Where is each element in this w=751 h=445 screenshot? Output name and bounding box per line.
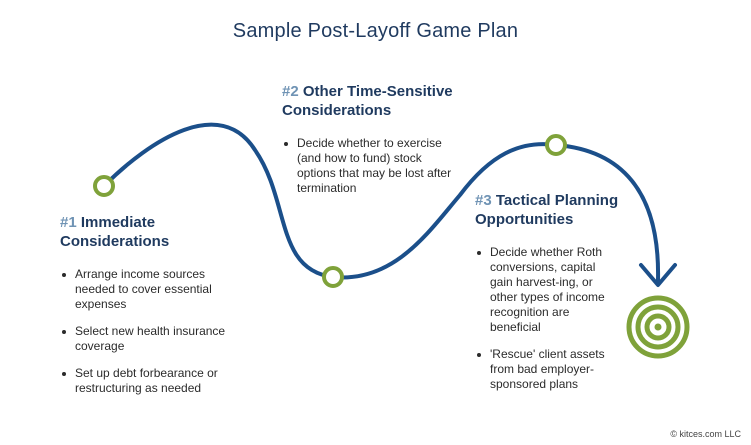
list-item: Decide whether Roth conversions, capital… (475, 245, 605, 335)
step-2-number: #2 (282, 83, 299, 100)
list-item: Select new health insurance coverage (60, 324, 230, 354)
step-3-heading-text: Tactical Planning (491, 192, 619, 209)
step-1: #1 Immediate Considerations Arrange inco… (60, 213, 260, 408)
step-3-heading: #3 Tactical Planning Opportunities (475, 191, 650, 229)
step-1-heading-text: Immediate (76, 214, 156, 231)
step-3-heading-line2: Opportunities (475, 211, 574, 228)
target-icon (626, 295, 690, 359)
step-1-bullets: Arrange income sources needed to cover e… (60, 267, 230, 396)
step-2-bullets: Decide whether to exercise (and how to f… (282, 136, 457, 196)
list-item: 'Rescue' client assets from bad employer… (475, 347, 605, 392)
step-1-number: #1 (60, 214, 77, 231)
journey-path (102, 122, 661, 282)
step-2-heading: #2 Other Time-Sensitive Considerations (282, 82, 502, 120)
list-item: Arrange income sources needed to cover e… (60, 267, 230, 312)
step-2: #2 Other Time-Sensitive Considerations D… (282, 82, 502, 208)
list-item: Set up debt forbearance or restructuring… (60, 366, 230, 396)
milestone-2-icon (322, 266, 344, 288)
step-3-number: #3 (475, 192, 492, 209)
diagram-title: Sample Post-Layoff Game Plan (232, 20, 519, 42)
arrow-head-icon (639, 263, 677, 287)
list-item: Decide whether to exercise (and how to f… (282, 136, 457, 196)
step-2-heading-line2: Considerations (282, 102, 392, 119)
milestone-1-icon (93, 175, 115, 197)
step-1-heading: #1 Immediate Considerations (60, 213, 260, 251)
copyright-notice: © kitces.com LLC (670, 429, 741, 439)
step-3-bullets: Decide whether Roth conversions, capital… (475, 245, 605, 392)
step-2-heading-text: Other Time-Sensitive (298, 83, 453, 100)
milestone-3-icon (545, 134, 567, 156)
step-3: #3 Tactical Planning Opportunities Decid… (475, 191, 650, 404)
step-1-heading-line2: Considerations (60, 233, 170, 250)
